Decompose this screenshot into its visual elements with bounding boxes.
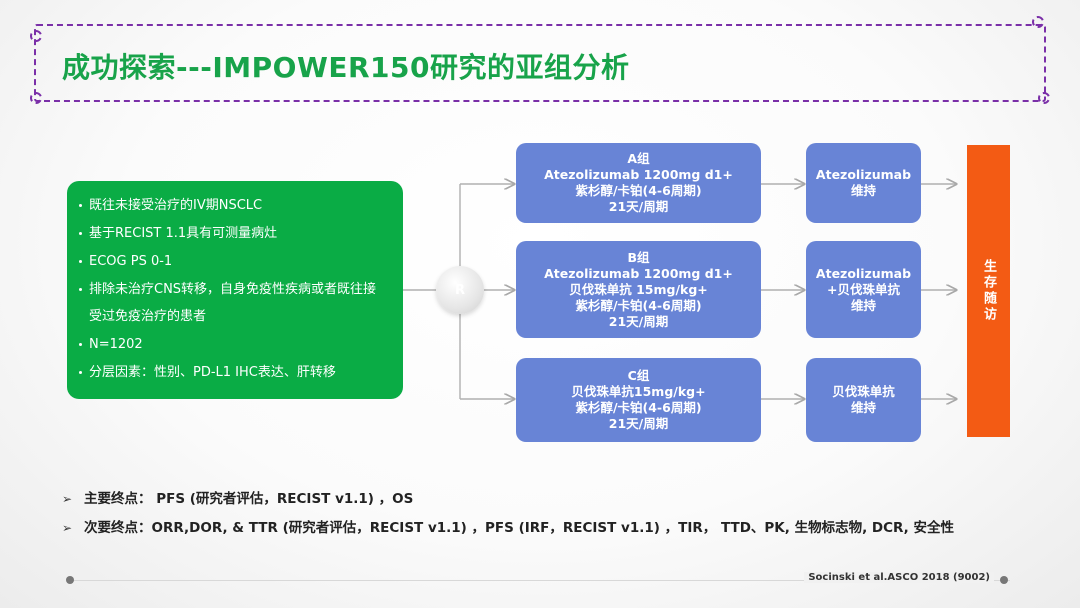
footer-divider	[70, 580, 1010, 581]
secondary-endpoint: ➢ 次要终点：ORR,DOR, & TTR (研究者评估，RECIST v1.1)…	[62, 516, 954, 536]
arm-a-regimen-line: Atezolizumab 1200mg d1+	[544, 167, 733, 182]
arm-a-box: A组 Atezolizumab 1200mg d1+ 紫杉醇/卡铂(4-6周期)…	[516, 143, 761, 223]
maintenance-c-line: 贝伐珠单抗	[832, 384, 895, 399]
arrow-bullet-icon: ➢	[62, 492, 73, 506]
maintenance-b-line: +贝伐珠单抗	[827, 281, 900, 297]
frame-corner-bottom-right	[1038, 92, 1050, 104]
primary-endpoint: ➢ 主要终点： PFS (研究者评估，RECIST v1.1) ，OS	[62, 487, 413, 507]
maintenance-a-box: Atezolizumab 维持	[806, 143, 921, 223]
primary-endpoint-text: 主要终点： PFS (研究者评估，RECIST v1.1) ，OS	[84, 491, 414, 507]
survival-followup-box: 生存随访	[967, 145, 1010, 437]
criteria-item: 分层因素：性别、PD-L1 IHC表达、肝转移	[79, 366, 403, 379]
randomization-node: R	[436, 266, 484, 314]
arrow-bullet-icon: ➢	[62, 521, 73, 535]
slide-title: 成功探索---IMPOWER150研究的亚组分析	[62, 51, 630, 84]
arm-a-regimen-line: 21天/周期	[608, 199, 669, 214]
secondary-endpoint-text: 次要终点：ORR,DOR, & TTR (研究者评估，RECIST v1.1) …	[84, 520, 955, 536]
arm-c-name: C组	[627, 368, 650, 383]
arm-c-regimen-line: 紫杉醇/卡铂(4-6周期)	[575, 400, 702, 415]
arm-b-box: B组 Atezolizumab 1200mg d1+ 贝伐珠单抗 15mg/kg…	[516, 241, 761, 338]
title-frame	[34, 24, 1046, 102]
footer-dot-right	[1000, 576, 1008, 584]
criteria-item: 既往未接受治疗的IV期NSCLC	[79, 199, 403, 212]
maintenance-c-box: 贝伐珠单抗 维持	[806, 358, 921, 442]
maintenance-b-line: Atezolizumab	[815, 265, 912, 281]
survival-followup-label: 生存随访	[981, 259, 996, 323]
arm-b-name: B组	[627, 249, 650, 265]
arm-b-regimen-line: 贝伐珠单抗 15mg/kg+	[569, 281, 708, 297]
criteria-item: 排除未治疗CNS转移，自身免疫性疾病或者既往接	[79, 283, 403, 296]
inclusion-criteria-box: 既往未接受治疗的IV期NSCLC 基于RECIST 1.1具有可测量病灶 ECO…	[67, 181, 403, 399]
frame-corner-bottom-left	[30, 92, 42, 104]
arm-a-regimen-line: 紫杉醇/卡铂(4-6周期)	[575, 183, 702, 198]
arm-c-box: C组 贝伐珠单抗15mg/kg+ 紫杉醇/卡铂(4-6周期) 21天/周期	[516, 358, 761, 442]
arm-b-regimen-line: 紫杉醇/卡铂(4-6周期)	[575, 297, 702, 313]
criteria-item: ECOG PS 0-1	[79, 255, 403, 268]
criteria-item: 基于RECIST 1.1具有可测量病灶	[79, 227, 403, 240]
maintenance-a-line: 维持	[850, 183, 876, 198]
criteria-item-continued: 受过免疫治疗的患者	[89, 309, 207, 324]
frame-corner-top-left	[30, 30, 42, 42]
footer-dot-left	[66, 576, 74, 584]
maintenance-c-line: 维持	[850, 400, 876, 415]
arm-b-regimen-line: Atezolizumab 1200mg d1+	[544, 265, 733, 281]
frame-corner-top-right	[1032, 16, 1044, 28]
citation: Socinski et al.ASCO 2018 (9002)	[804, 572, 994, 583]
arm-b-regimen-line: 21天/周期	[608, 313, 669, 329]
maintenance-b-box: Atezolizumab +贝伐珠单抗 维持	[806, 241, 921, 338]
criteria-item: N=1202	[79, 338, 403, 351]
arm-a-name: A组	[627, 151, 650, 166]
maintenance-a-line: Atezolizumab	[815, 167, 912, 182]
arm-c-regimen-line: 21天/周期	[608, 416, 669, 431]
arm-c-regimen-line: 贝伐珠单抗15mg/kg+	[571, 384, 706, 399]
maintenance-b-line: 维持	[850, 297, 876, 313]
